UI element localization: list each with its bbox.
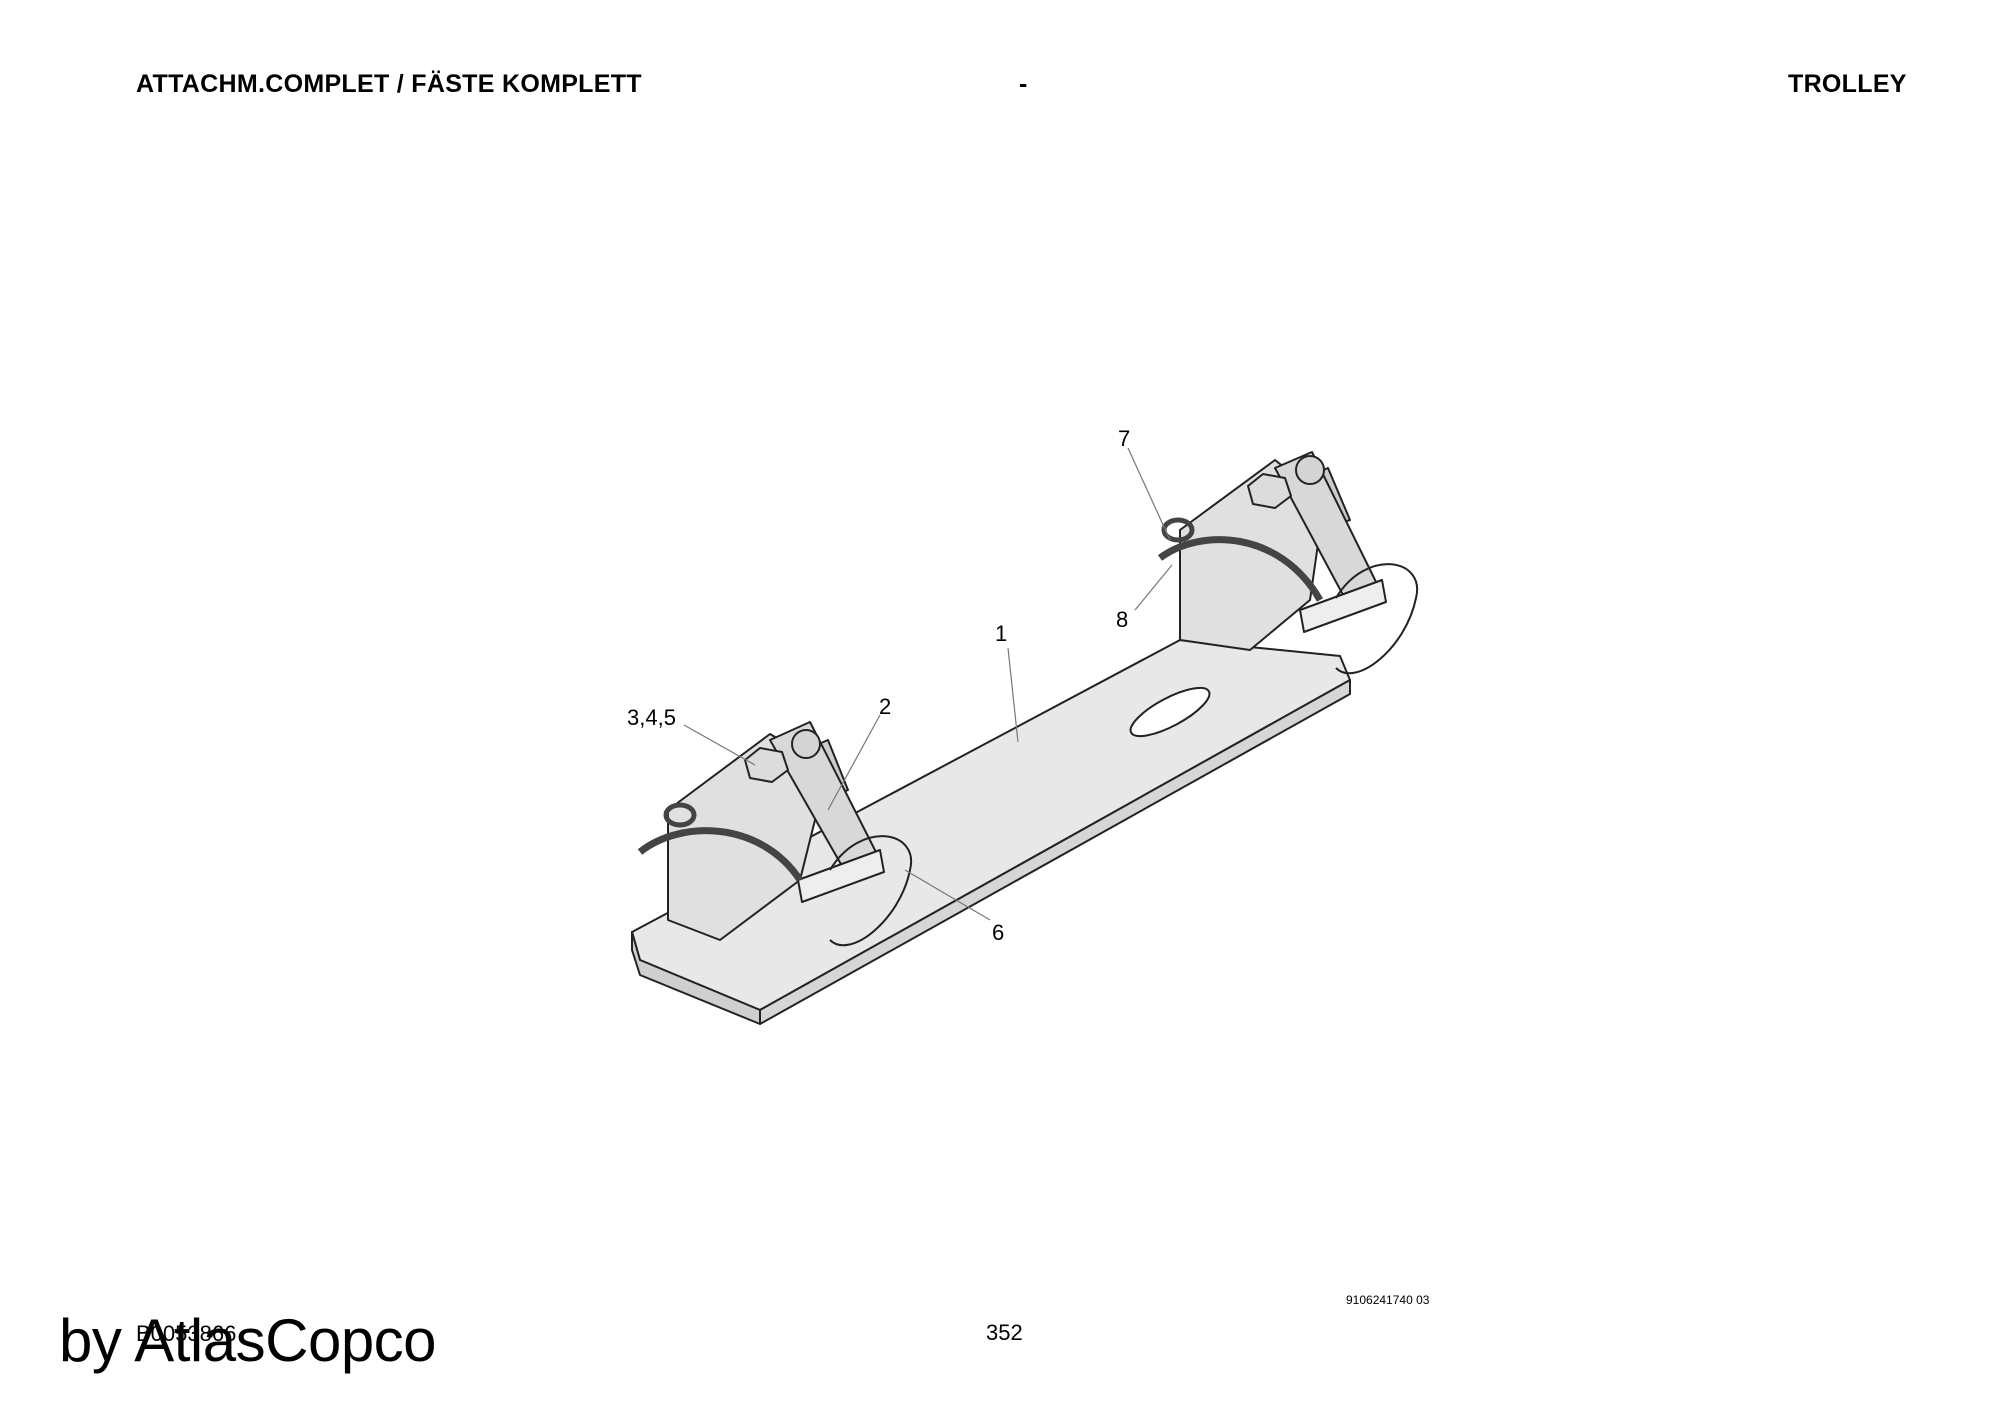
watermark: by AtlasCopco (59, 1307, 437, 1374)
title-separator: - (1019, 70, 1028, 98)
callout-3-4-5: 3,4,5 (627, 705, 676, 730)
callout-1: 1 (995, 621, 1007, 646)
page-number: 352 (986, 1320, 1023, 1345)
callout-6: 6 (992, 920, 1004, 945)
section-title: TROLLEY (1788, 70, 1907, 98)
slot-hole (1129, 686, 1211, 738)
drawing-number: 9106241740 03 (1346, 1293, 1430, 1307)
right-lynch-ring (1335, 563, 1419, 675)
document-code: B0053866 (136, 1321, 237, 1346)
right-bolt (1247, 473, 1292, 509)
left-bolt (744, 747, 789, 783)
callout-2: 2 (879, 694, 891, 719)
left-pin (797, 849, 885, 903)
left-lynch-ring (829, 835, 913, 947)
callout-7: 7 (1118, 426, 1130, 451)
right-pin (1299, 579, 1387, 633)
callout-8: 8 (1116, 607, 1128, 632)
page-title: ATTACHM.COMPLET / FÄSTE KOMPLETT (136, 70, 642, 98)
